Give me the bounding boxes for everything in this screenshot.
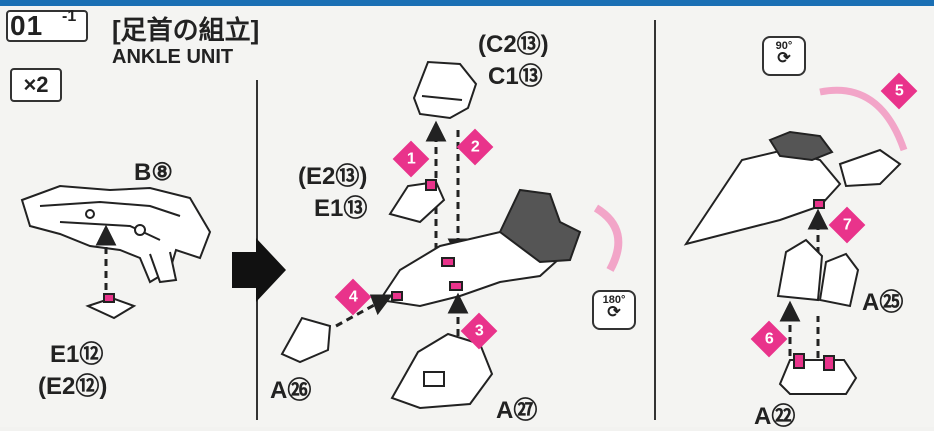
part-a26-drawing bbox=[280, 316, 332, 364]
label-e1-13: E1⑬ bbox=[314, 195, 368, 222]
title-english: ANKLE UNIT bbox=[112, 46, 234, 68]
panel-divider-right bbox=[654, 20, 656, 420]
label-a26: A㉖ bbox=[270, 377, 312, 404]
label-e1-12: E1⑫ bbox=[50, 341, 104, 368]
rotation-arc-180 bbox=[593, 204, 623, 272]
leg-armor-drawing bbox=[683, 130, 902, 246]
part-a27-drawing bbox=[390, 332, 494, 410]
label-e2-13: (E2⑬) bbox=[298, 163, 368, 190]
arrow-left-up bbox=[95, 224, 117, 290]
part-c1-drawing bbox=[412, 60, 478, 120]
label-c2-13: (C2⑬) bbox=[478, 31, 549, 58]
step-number: 01 bbox=[10, 10, 44, 41]
title-japanese: [足首の組立] bbox=[112, 15, 260, 45]
transition-arrow bbox=[232, 238, 286, 302]
rotation-180-text: 180° bbox=[602, 294, 626, 306]
rotation-90-text: 90° bbox=[775, 40, 793, 52]
step-number-box bbox=[6, 10, 88, 42]
rotation-90-badge: 90° ⟳ bbox=[762, 36, 806, 76]
label-c1-13: C1⑬ bbox=[488, 63, 543, 90]
rotate-icon: ⟳ bbox=[607, 304, 621, 321]
part-a22-drawing bbox=[778, 353, 858, 395]
top-color-bar bbox=[0, 0, 934, 6]
label-e2-12: (E2⑫) bbox=[38, 373, 108, 400]
rotation-180-badge: 180° ⟳ bbox=[592, 290, 636, 330]
label-b8: B⑧ bbox=[134, 159, 173, 186]
arrow-step-4 bbox=[335, 294, 393, 328]
part-b8-drawing bbox=[20, 184, 212, 284]
rotate-icon: ⟳ bbox=[777, 50, 791, 67]
rotation-arc-90 bbox=[819, 86, 908, 152]
label-a27: A㉗ bbox=[496, 397, 538, 424]
arrow-step-6 bbox=[779, 300, 820, 358]
step-sub-number: -1 bbox=[62, 8, 77, 25]
part-e1-12-drawing bbox=[85, 293, 137, 320]
label-a22: A㉒ bbox=[754, 403, 796, 430]
part-e1-13-drawing bbox=[388, 179, 446, 224]
part-a25-drawing bbox=[776, 238, 860, 308]
label-a25: A㉕ bbox=[862, 289, 904, 316]
ankle-assembly-drawing bbox=[378, 188, 582, 308]
quantity-badge: ×2 bbox=[10, 68, 62, 102]
